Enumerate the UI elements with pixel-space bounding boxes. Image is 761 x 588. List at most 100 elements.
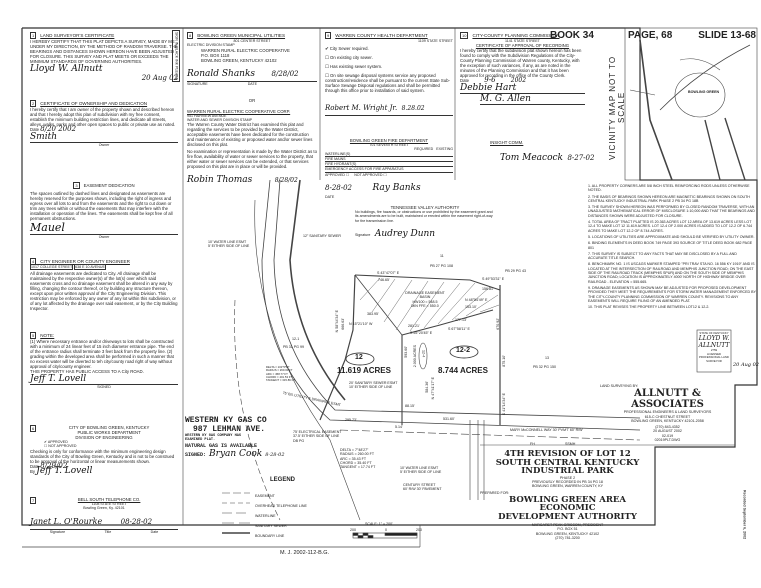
easement-text: The spaces outlined by dashed lines and … [30,191,173,221]
gas-text: WESTERN KY GAS COMPANY HAS [185,434,242,438]
section-number: 2 [30,100,37,107]
date-label: Date [30,463,40,469]
not-approved-row: ☐ NOT APPROVED [44,444,77,449]
water-signature-row: Robin Thomas 8/28/02 [187,169,317,187]
distance: 88.15' [405,404,415,408]
fire-row: FIRE MAINS [325,157,453,163]
curve-line: CHORD = 35.40 FT [340,460,372,465]
stamp-label: WATER AND SEWER DIVISION STAMP [187,118,253,123]
section-number: 7 [30,497,37,504]
scale-label: SCALE: 1" = 200' [365,522,393,526]
label-line: 10' WATER LINE ESMT [400,466,439,470]
signed-label: SIGNED [97,385,111,389]
water-district-text: The Warren County Water District has exa… [187,122,313,148]
ink-note: SIGN IN BLACK INK PLEASE [172,30,181,83]
distance: 5.14' [395,425,403,429]
sewer-option-checkbox[interactable]: City Sewer required. [329,46,369,52]
seal-line: LICENSED PROFESSIONAL LAND SURVEYOR [699,351,729,363]
book-value: 34 [582,30,594,41]
slide-group: SLIDE 13-68 [698,30,756,41]
section-number: 1 [30,32,37,39]
approved-checkbox[interactable]: APPROVED [325,172,345,177]
approved-checkbox[interactable]: APPROVED [47,440,68,444]
not-approved-checkbox[interactable]: NOT APPROVED [354,172,383,177]
bearing: S 67°58'11" E [448,327,470,331]
label-line: 60' R/W 30' PAVEMENT [403,487,442,492]
signature: Audrey Dunn [374,228,436,239]
section-header: 6 CITY OF BOWLING GREEN, KENTUCKY PUBLIC… [30,425,178,440]
slide-label: SLIDE [698,30,728,41]
signature-row: Signature Audrey Dunn [355,223,495,241]
bearing: S 41°14'34" E [502,393,506,416]
sewer-option-checkbox[interactable]: On site sewage disposal systems service … [325,73,450,94]
page-value: 68 [661,30,673,41]
sewer-option-checkbox[interactable]: Has existing sewer system. [330,64,383,70]
signed-label: SIGNED: [185,451,207,458]
signature: Debbie Hart [460,83,585,95]
legend-title: LEGEND [270,477,296,483]
section-number: 10 [460,32,469,39]
label: Signature [49,529,66,534]
client-name: DEVELOPMENT AUTHORITY [498,511,637,522]
lot-area: 8.744 ACRES [438,366,488,375]
distance: 383.95' [367,312,379,316]
signature: Ronald Shanks [187,68,256,79]
contact-line: MARGARET PEAK GRISSOM, PRESIDENT [531,523,604,528]
label: Title [104,529,112,534]
plat-title: SOUTH CENTRAL KENTUCKY [495,457,640,468]
label-line: 5' EITHER SIDE OF LINE [400,470,442,475]
signature-row: Ronald Shanks 8/28/02 [187,63,317,82]
boundary-lot12-west [319,274,356,421]
not-approved-checkbox[interactable]: NOT APPROVED [48,444,77,449]
label-line: CENTURY STREET [403,483,436,487]
signature: Janet L. O'Rourke [30,516,103,526]
lot-number: 12-1 [292,337,300,341]
signature-label: SIGNATURE [187,81,208,86]
fire-row: EMERGENCY ACCESS FOR FIRE APPARATUS [325,167,453,173]
lot-number: 12-4 [421,350,426,358]
by-label: By [30,468,36,474]
note-item: 9. DRAINAGE EASEMENTS AS SHOWN MAY BE AD… [588,285,756,303]
sewer-label: 12" SANITARY SEWER [303,234,342,238]
label-line: 10' WATER LINE ESMT [208,240,247,244]
surveyor-seal [696,329,732,373]
client-name: BOWLING GREEN AREA ECONOMIC [509,494,626,514]
by-row: By Jeff T. Lovell [30,466,178,475]
signature: Robert M. Wright Jr. [325,104,398,113]
label-line: 37.5' EITHER SIDE OF LINE [293,434,340,439]
lot-number: 11 [440,254,444,258]
note-item: 1. ALL PROPERTY CORNERS ARE 5/8 INCH STE… [588,184,750,193]
sewer-option-checkbox[interactable]: On existing city sewer. [330,55,373,61]
lot-number: 13 [545,356,549,360]
surveyor-seal-text: STATE OF KENTUCKY LLOYD W. ALLNUTT 2759 … [698,331,730,363]
curve-line: ARC = 458.77 FT [266,371,288,376]
agency-line: DIVISION OF ENGINEERING [75,435,133,440]
page-slide: PAGE, 68 SLIDE 13-68 [628,30,756,41]
certificate-text: I HEREBY CERTIFY THAT THIS PLAT DEPICTS … [30,39,178,64]
signature-date: 8.28.02 [401,105,425,113]
label-line: 20' SANITARY SEWER ESMT [349,381,398,385]
date-label: Date [460,78,470,84]
date-label: Date [30,127,40,132]
distance: 670.92' [496,318,500,330]
signature-date: 8/28/02 [274,177,298,185]
firm-label: LAND SURVEYING BY: [600,384,639,388]
section-number: 3 [73,182,80,189]
coop-line: BOWLING GREEN, KENTUCKY 42102 [201,57,277,63]
location: BOWLING GREEN, WARREN COUNTY, KY [531,484,604,489]
file-name: 02019PLT.DWG [654,438,681,443]
planning-text: I hereby certify that the subdivision pl… [460,48,582,79]
date-value: 9-6 [484,76,496,85]
scale-tick: 200 [350,528,356,532]
gas-company-name: WESTERN KY GAS CO [185,416,267,425]
coop-line: P.O. BOX 1118 [201,52,230,58]
